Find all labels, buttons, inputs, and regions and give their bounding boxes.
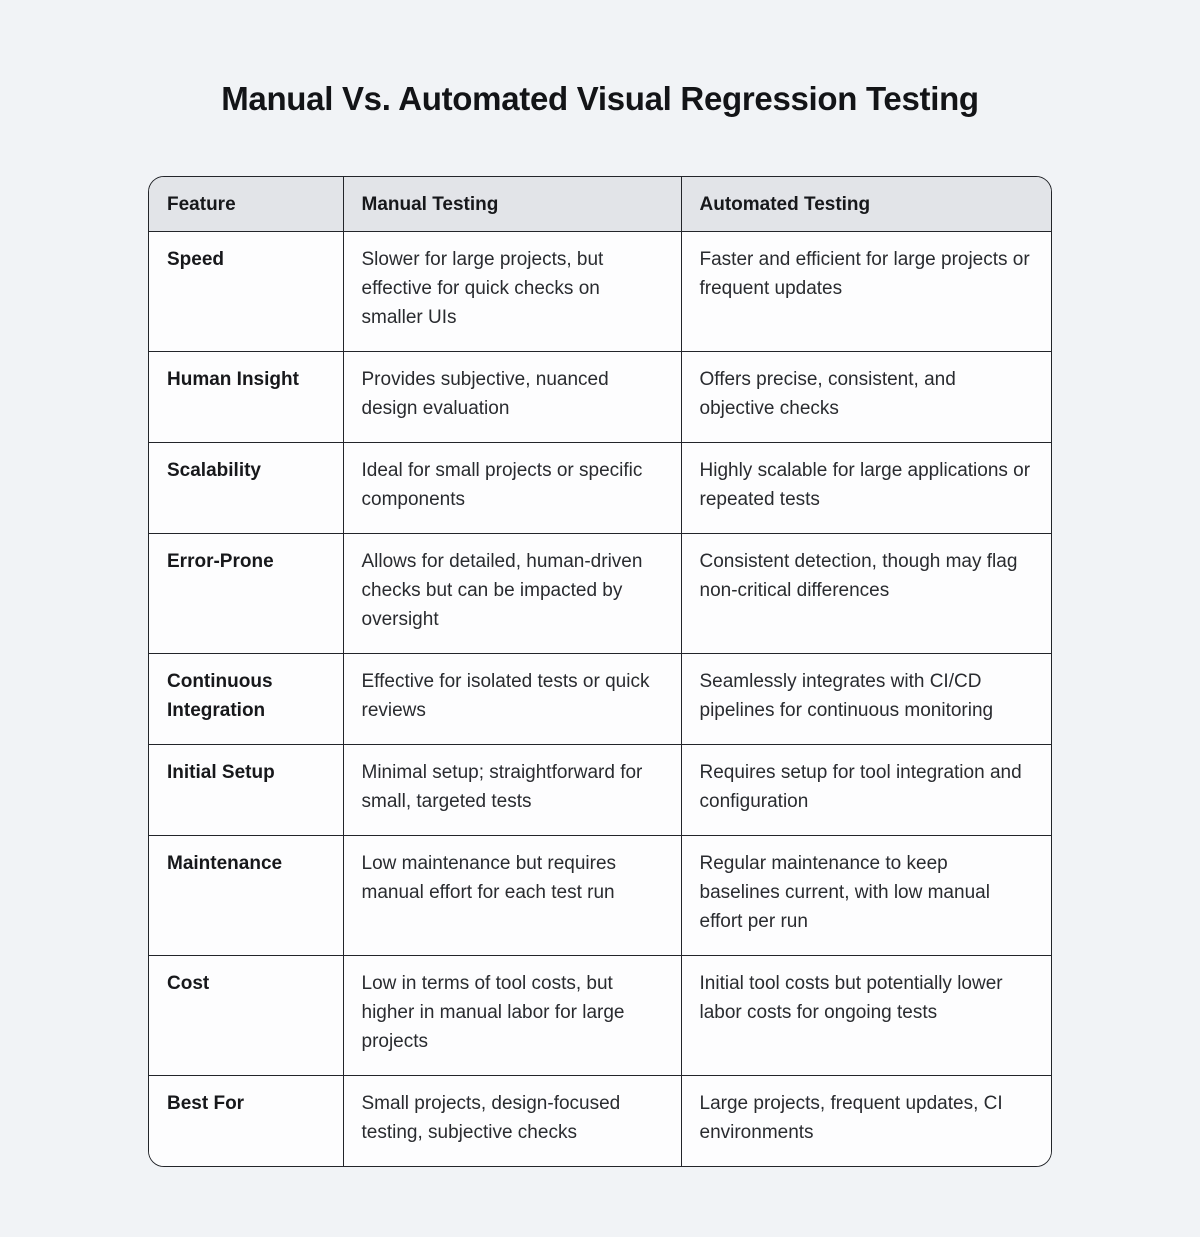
automated-cell: Faster and efficient for large projects … (681, 231, 1051, 352)
page-title: Manual Vs. Automated Visual Regression T… (221, 80, 979, 117)
header-cell-automated: Automated Testing (681, 177, 1051, 232)
comparison-table: Feature Manual Testing Automated Testing… (149, 177, 1051, 1166)
manual-cell: Ideal for small projects or specific com… (343, 442, 682, 534)
manual-cell: Minimal setup; straightforward for small… (343, 744, 682, 836)
automated-cell: Consistent detection, though may flag no… (681, 533, 1051, 654)
feature-cell: Initial Setup (149, 744, 344, 836)
automated-cell: Large projects, frequent updates, CI env… (681, 1075, 1051, 1166)
automated-cell: Highly scalable for large applications o… (681, 442, 1051, 534)
table-row: Speed Slower for large projects, but eff… (149, 231, 1051, 352)
feature-cell: Speed (149, 231, 344, 352)
feature-cell: Scalability (149, 442, 344, 534)
manual-cell: Effective for isolated tests or quick re… (343, 653, 682, 745)
table-row: Initial Setup Minimal setup; straightfor… (149, 744, 1051, 836)
automated-cell: Regular maintenance to keep baselines cu… (681, 835, 1051, 956)
feature-cell: Human Insight (149, 351, 344, 443)
feature-cell: Cost (149, 955, 344, 1076)
manual-cell: Slower for large projects, but effective… (343, 231, 682, 352)
automated-cell: Offers precise, consistent, and objectiv… (681, 351, 1051, 443)
feature-cell: Maintenance (149, 835, 344, 956)
header-cell-feature: Feature (149, 177, 344, 232)
table-row: Continuous Integration Effective for iso… (149, 653, 1051, 745)
table-row: Error-Prone Allows for detailed, human-d… (149, 533, 1051, 654)
manual-cell: Provides subjective, nuanced design eval… (343, 351, 682, 443)
table-row: Maintenance Low maintenance but requires… (149, 835, 1051, 956)
header-cell-manual: Manual Testing (343, 177, 682, 232)
manual-cell: Low in terms of tool costs, but higher i… (343, 955, 682, 1076)
table-row: Best For Small projects, design-focused … (149, 1075, 1051, 1166)
table-row: Human Insight Provides subjective, nuanc… (149, 351, 1051, 443)
automated-cell: Initial tool costs but potentially lower… (681, 955, 1051, 1076)
manual-cell: Small projects, design-focused testing, … (343, 1075, 682, 1166)
table-row: Scalability Ideal for small projects or … (149, 442, 1051, 534)
manual-cell: Low maintenance but requires manual effo… (343, 835, 682, 956)
comparison-table-container: Feature Manual Testing Automated Testing… (148, 176, 1052, 1167)
table-row: Cost Low in terms of tool costs, but hig… (149, 955, 1051, 1076)
feature-cell: Best For (149, 1075, 344, 1166)
automated-cell: Seamlessly integrates with CI/CD pipelin… (681, 653, 1051, 745)
manual-cell: Allows for detailed, human-driven checks… (343, 533, 682, 654)
feature-cell: Error-Prone (149, 533, 344, 654)
automated-cell: Requires setup for tool integration and … (681, 744, 1051, 836)
feature-cell: Continuous Integration (149, 653, 344, 745)
table-header-row: Feature Manual Testing Automated Testing (149, 177, 1051, 232)
